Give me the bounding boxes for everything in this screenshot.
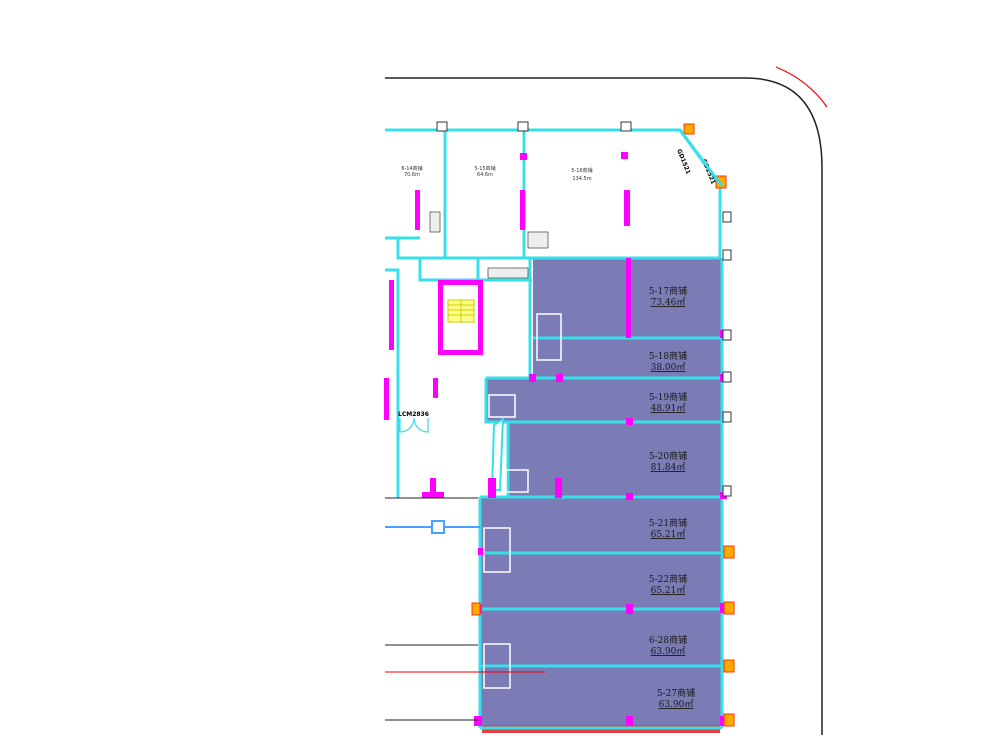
shop-name: 5-20商铺 [649, 450, 687, 462]
window-markers [436, 121, 732, 497]
unit-label-area: 134.5m [572, 176, 591, 182]
shop-name: 5-18商铺 [649, 350, 687, 362]
shop-name: 5-19商铺 [649, 391, 687, 403]
shop-name: 5-17商铺 [649, 285, 687, 297]
shop-area: 65.21㎡ [651, 529, 686, 540]
red-arc-marker [775, 66, 828, 108]
ramp-wall [490, 417, 505, 491]
door-tag-lcm: LCM2836 [398, 411, 429, 418]
upper-unit-labels: 6-14商铺 70.6m 5-15商铺 64.6m 5-16商铺 134.5m [401, 165, 592, 182]
shop-name: 6-28商铺 [649, 634, 687, 646]
shop-name: 5-21商铺 [649, 517, 687, 529]
entry-diagonal-wall [678, 129, 724, 187]
door-swing-icon [399, 417, 429, 433]
unit-label-name: 5-16商铺 [571, 167, 592, 174]
unit-label-area: 64.6m [477, 172, 493, 178]
shop-area: 63.90㎡ [659, 699, 694, 710]
unit-label-area: 70.6m [404, 172, 420, 178]
shop-area: 73.46㎡ [651, 297, 686, 308]
unit-label-name: 5-15商铺 [474, 165, 495, 172]
shop-name: 5-27商铺 [657, 687, 695, 699]
site-boundary-line [385, 77, 823, 735]
shop-area: 65.21㎡ [651, 585, 686, 596]
pipe-lines [385, 497, 545, 721]
shop-area: 48.91㎡ [651, 403, 686, 414]
door-tag-gd: GD1521 [675, 148, 691, 175]
upper-fixtures [429, 211, 549, 279]
unit-label-name: 6-14商铺 [401, 165, 422, 172]
shop-labels: 5-17商铺 73.46㎡ 5-18商铺 38.00㎡ 5-19商铺 48.91… [649, 285, 695, 710]
shop-area: 38.00㎡ [651, 362, 686, 373]
shop-area: 63.90㎡ [651, 646, 686, 657]
shop-area: 81.84㎡ [651, 462, 686, 473]
shop-fill-blocks [480, 258, 722, 726]
shop-name: 5-22商铺 [649, 573, 687, 585]
column-elements [384, 152, 727, 726]
fixture-markers [471, 123, 735, 727]
washroom-fixtures [483, 313, 562, 689]
staircase [443, 285, 478, 350]
wall-lines [385, 128, 724, 730]
